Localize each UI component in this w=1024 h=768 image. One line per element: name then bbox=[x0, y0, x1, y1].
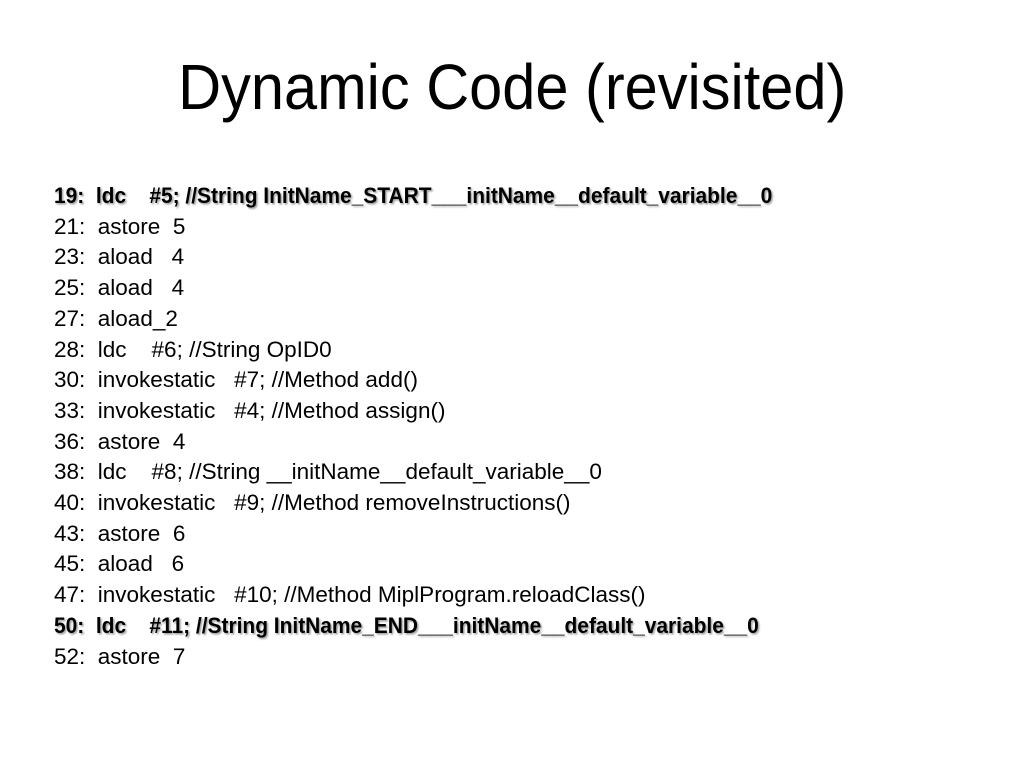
code-line: 33: invokestatic #4; //Method assign() bbox=[54, 397, 446, 423]
code-line: 43: astore 6 bbox=[54, 520, 186, 546]
slide-title: Dynamic Code (revisited) bbox=[0, 51, 1024, 123]
code-line: 21: astore 5 bbox=[54, 213, 186, 239]
code-line: 52: astore 7 bbox=[54, 643, 186, 669]
code-line: 36: astore 4 bbox=[54, 428, 186, 454]
code-line: 45: aload 6 bbox=[54, 551, 185, 577]
code-line: 47: invokestatic #10; //Method MiplProgr… bbox=[54, 582, 646, 608]
code-line: 28: ldc #6; //String OpID0 bbox=[54, 336, 332, 362]
code-line: 40: invokestatic #9; //Method removeInst… bbox=[54, 490, 571, 516]
code-line: 30: invokestatic #7; //Method add() bbox=[54, 367, 418, 393]
code-line: 25: aload 4 bbox=[54, 275, 185, 301]
code-line: 50: ldc #11; //String InitName_END___ini… bbox=[54, 612, 759, 638]
slide-title-text: Dynamic Code (revisited) bbox=[177, 51, 847, 123]
code-block: 19: ldc #5; //String InitName_START___in… bbox=[54, 181, 826, 672]
code-line: 23: aload 4 bbox=[54, 244, 185, 270]
code-line: 19: ldc #5; //String InitName_START___in… bbox=[54, 183, 773, 208]
code-line: 38: ldc #8; //String __initName__default… bbox=[54, 459, 602, 485]
code-line: 27: aload_2 bbox=[54, 305, 178, 331]
